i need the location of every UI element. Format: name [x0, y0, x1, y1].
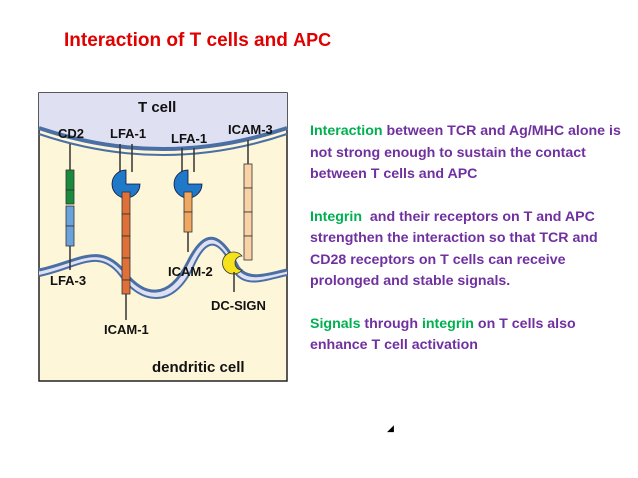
slide-title-apc: APC	[293, 30, 332, 50]
paragraph-signals-text: on T cells also enhance T cell activatio…	[310, 315, 576, 354]
dcsign-label: DC-SIGN	[211, 298, 266, 313]
lfa1-right-head	[173, 169, 203, 199]
lfa1-left-label: LFA-1	[110, 126, 146, 141]
dendritic-cell-label: dendritic cell	[152, 359, 245, 376]
icam3-molecule	[243, 163, 253, 189]
icam3-segment-4	[243, 235, 253, 261]
cd2-label: CD2	[58, 126, 84, 141]
icam3-segment-2	[243, 187, 253, 213]
dendritic-membrane-inner	[38, 243, 288, 299]
t-cell-region	[39, 93, 287, 149]
cd2-lfa3-pair	[65, 144, 75, 270]
lfa1-left-head	[111, 169, 141, 199]
icam2-label: ICAM-2	[168, 264, 213, 279]
keyword-signals: Signals	[310, 315, 361, 332]
dendritic-membrane	[38, 236, 288, 293]
lfa3-molecule	[65, 205, 75, 227]
keyword-integrin: Integrin	[310, 208, 363, 225]
icam1-segment-2	[121, 213, 131, 237]
mouse-pointer-icon: ◢	[387, 423, 394, 433]
keyword-interaction: Interaction	[310, 123, 383, 139]
keyword-integrin-2: integrin	[421, 315, 474, 332]
cd2-molecule	[65, 169, 75, 191]
paragraph-integrin-text: and their receptors on T and APC strengt…	[310, 208, 602, 290]
t-cell-label: T cell	[138, 99, 176, 116]
icam1-segment-4	[121, 257, 131, 281]
lfa1-right-label: LFA-1	[171, 131, 207, 146]
icam1-segment-3	[121, 235, 131, 259]
t-cell-membrane-inner	[38, 133, 288, 156]
cd2-segment	[65, 189, 75, 205]
lfa3-segment	[65, 225, 75, 247]
paragraph-integrin: Integrin and their receptors on T and AP…	[310, 207, 630, 293]
icam3-label: ICAM-3	[228, 122, 273, 137]
icam3-segment-3	[243, 211, 253, 237]
t-cell-apc-diagram: T cell CD2 LFA-1 LFA-1 ICAM-3 LFA-3 ICAM…	[38, 92, 288, 382]
icam1-molecule	[121, 191, 131, 215]
lfa1-icam2-pair	[173, 148, 203, 252]
paragraph-signals-mid: through	[360, 315, 422, 332]
icam2-molecule	[183, 191, 193, 213]
icam1-label: ICAM-1	[104, 322, 149, 337]
explanation-panel: Interaction between TCR and Ag/MHC alone…	[310, 121, 630, 378]
dcsign-molecule	[222, 251, 243, 275]
icam3-dcsign-pair	[222, 140, 253, 292]
lfa3-label: LFA-3	[50, 273, 86, 288]
t-cell-membrane	[38, 126, 288, 151]
paragraph-signals: Signals through integrin on T cells also…	[310, 314, 630, 357]
slide-title-main: Interaction of T cells and	[64, 30, 294, 51]
paragraph-interaction-text: between TCR and Ag/MHC alone is not stro…	[310, 123, 621, 182]
icam2-segment-2	[183, 211, 193, 233]
slide-title: Interaction of T cells and APC	[64, 30, 331, 52]
paragraph-interaction: Interaction between TCR and Ag/MHC alone…	[310, 121, 630, 186]
icam1-segment-5	[121, 279, 131, 295]
lfa1-icam1-pair	[111, 144, 141, 320]
